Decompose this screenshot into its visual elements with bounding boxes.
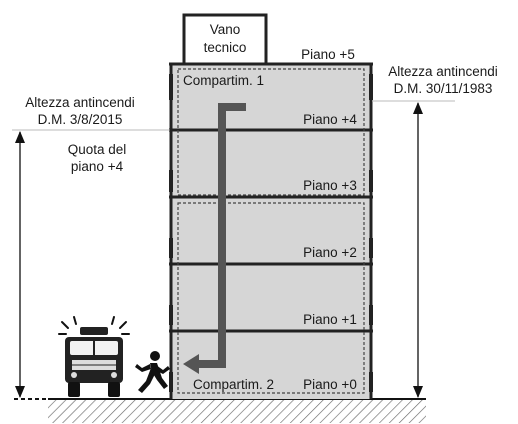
floor-label-p0: Piano +0	[303, 377, 357, 392]
floor-label-p2: Piano +2	[303, 245, 357, 260]
floor-label-p3: Piano +3	[303, 178, 357, 193]
altezza-1983-line-2: D.M. 30/11/1983	[394, 81, 493, 96]
building-fill	[171, 64, 371, 399]
fire-truck-icon	[58, 316, 130, 397]
compartment-2-outline	[177, 202, 365, 394]
escape-arrow-head	[183, 354, 199, 374]
compartment-1-outline	[177, 68, 365, 196]
compartment-1-label: Compartim. 1	[183, 73, 264, 88]
ground	[14, 398, 426, 423]
window-ticks	[169, 74, 373, 392]
vano-tecnico-box	[182, 13, 268, 66]
altezza-2015-line-2: D.M. 3/8/2015	[38, 112, 123, 127]
running-person-icon	[135, 351, 170, 393]
altezza-1983-annotation: Altezza antincendi D.M. 30/11/1983	[372, 64, 498, 398]
altezza-2015-arrow-top	[15, 131, 25, 143]
altezza-1983-line-1: Altezza antincendi	[388, 64, 498, 79]
vano-tecnico-label-2: tecnico	[204, 40, 247, 55]
quota-line-2: piano +4	[71, 159, 124, 174]
quota-line-1: Quota del	[68, 142, 127, 157]
vano-tecnico-label-1: Vano	[210, 22, 241, 37]
altezza-1983-arrow-top	[413, 102, 423, 114]
altezza-2015-arrow-bottom	[15, 386, 25, 398]
altezza-2015-annotation: Altezza antincendi D.M. 3/8/2015 Quota d…	[12, 95, 170, 398]
compartment-2-label: Compartim. 2	[193, 377, 274, 392]
escape-path	[183, 103, 246, 374]
ground-hatch	[48, 399, 426, 423]
floor-label-p4: Piano +4	[303, 112, 357, 127]
altezza-2015-line-1: Altezza antincendi	[25, 95, 135, 110]
floor-labels: Piano +5 Piano +4 Piano +3 Piano +2 Pian…	[301, 47, 357, 392]
floor-label-p1: Piano +1	[303, 312, 357, 327]
building	[169, 62, 373, 399]
altezza-1983-arrow-bottom	[413, 386, 423, 398]
floor-label-p5: Piano +5	[301, 47, 355, 62]
vano-tecnico: Vano tecnico	[182, 13, 268, 66]
